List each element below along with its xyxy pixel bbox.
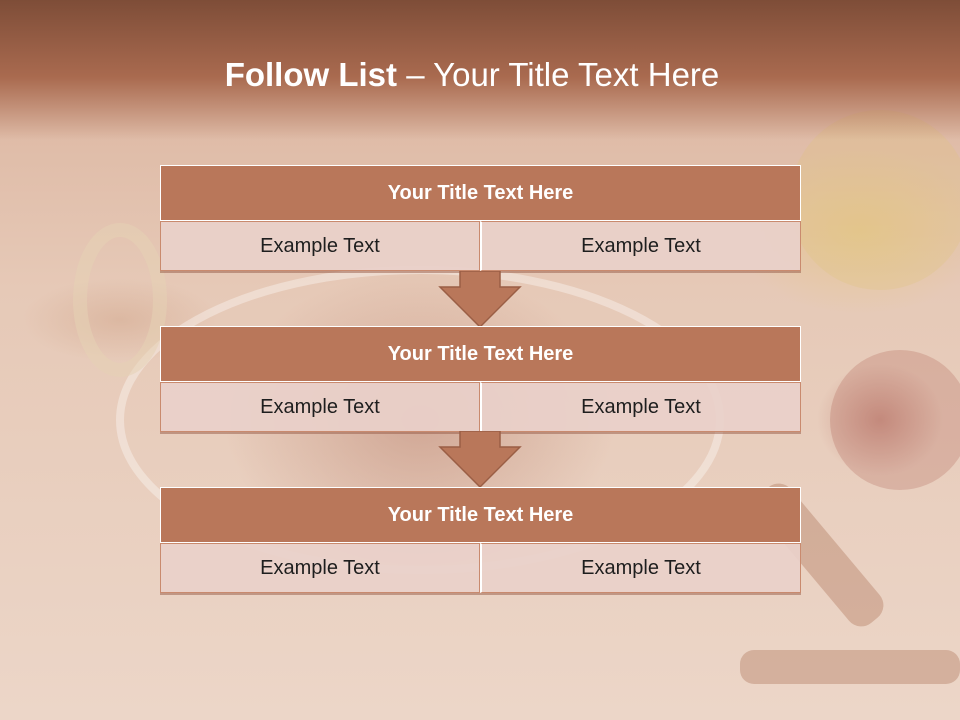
slide-title-rest: – Your Title Text Here [406,56,720,93]
step-1-left-cell: Example Text [160,221,480,271]
step-3-left-cell: Example Text [160,543,480,593]
step-2-left-cell: Example Text [160,382,480,432]
step-block-1: Your Title Text Here Example Text Exampl… [160,165,801,271]
step-3-right-cell: Example Text [480,543,801,593]
step-1-right-cell: Example Text [480,221,801,271]
step-title-2: Your Title Text Here [160,326,801,382]
step-block-2: Your Title Text Here Example Text Exampl… [160,326,801,432]
slide-title: Follow List – Your Title Text Here [0,52,944,98]
slide-title-bold: Follow List [224,56,407,93]
step-block-3: Your Title Text Here Example Text Exampl… [160,487,801,593]
step-title-3: Your Title Text Here [160,487,801,543]
step-title-1: Your Title Text Here [160,165,801,221]
down-arrow-icon [438,271,522,329]
down-arrow-icon [438,431,522,489]
step-2-right-cell: Example Text [480,382,801,432]
header-band [0,0,960,140]
